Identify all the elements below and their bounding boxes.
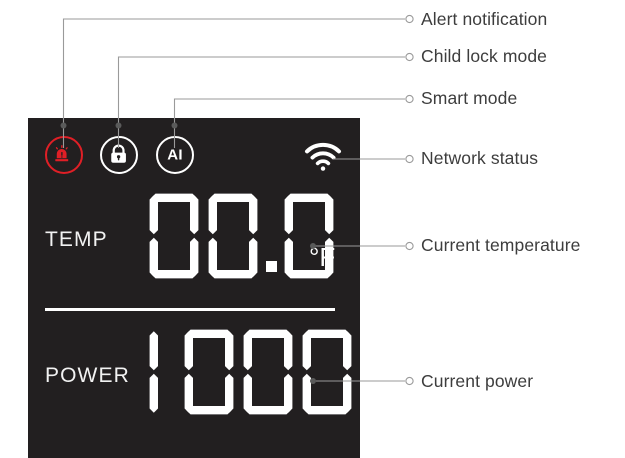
- smart-mode-icon[interactable]: AI: [156, 136, 194, 174]
- temp-digit-3: [283, 192, 335, 280]
- callout-label-current-temperature: Current temperature: [421, 235, 581, 255]
- power-label: POWER: [45, 364, 130, 387]
- device-display-panel: AI TEMP °F POWER: [28, 118, 360, 458]
- panel-divider: [45, 308, 335, 311]
- temp-digit-2: [207, 192, 259, 280]
- callout-label-network-status: Network status: [421, 148, 539, 168]
- temperature-readout: TEMP °F: [28, 192, 360, 288]
- callout-label-current-power: Current power: [421, 371, 534, 391]
- power-digit-4: [301, 328, 353, 416]
- callout-label-alert-notification: Alert notification: [421, 9, 548, 29]
- temp-digit-1: [148, 192, 200, 280]
- callout-label-smart-mode: Smart mode: [421, 88, 518, 108]
- alert-notification-icon[interactable]: [45, 136, 83, 174]
- power-digit-2: [183, 328, 235, 416]
- temperature-label: TEMP: [45, 228, 108, 251]
- power-digit-1: [148, 328, 174, 416]
- power-digit-3: [242, 328, 294, 416]
- temp-decimal-point: [266, 192, 278, 280]
- power-readout: POWER W: [28, 328, 360, 424]
- status-icon-row: AI: [45, 136, 345, 182]
- temperature-unit: °F: [309, 242, 336, 272]
- wifi-icon[interactable]: [303, 141, 343, 173]
- temperature-digits: [148, 192, 342, 288]
- callout-label-child-lock-mode: Child lock mode: [421, 46, 547, 66]
- power-digits: [148, 328, 360, 424]
- child-lock-icon[interactable]: [100, 136, 138, 174]
- ai-icon-label: AI: [167, 146, 183, 164]
